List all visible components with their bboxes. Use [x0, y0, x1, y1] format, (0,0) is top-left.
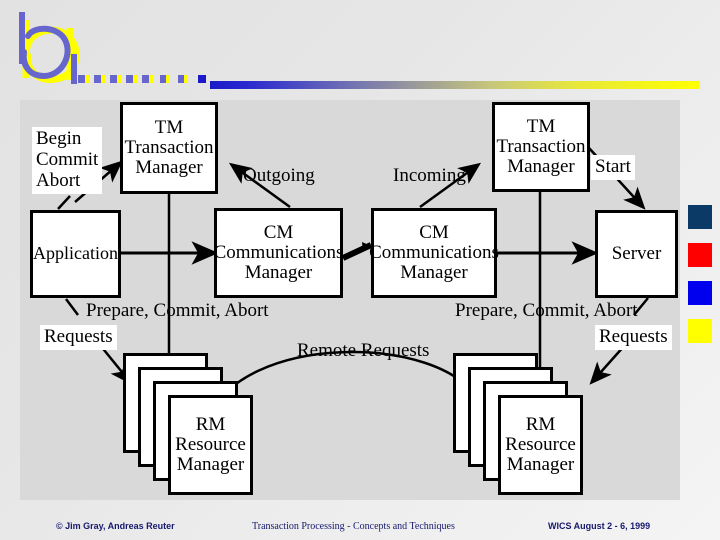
- edge-label-outgoing: Outgoing: [243, 165, 315, 186]
- swatch-red[interactable]: [688, 243, 712, 267]
- edge-label-requests-left: Requests: [40, 325, 117, 350]
- title-gradient-rule: [210, 81, 700, 89]
- rm-card-front[interactable]: RM Resource Manager: [498, 395, 583, 495]
- node-rm-right-stack[interactable]: RM Resource Manager: [453, 353, 583, 495]
- footer-book-title: Transaction Processing - Concepts and Te…: [252, 521, 455, 532]
- edge-label-remote-requests: Remote Requests: [297, 340, 430, 361]
- node-tm-left[interactable]: TM Transaction Manager: [120, 102, 218, 194]
- edge-label-prepare-commit-abort-right: Prepare, Commit, Abort: [455, 300, 638, 321]
- node-server[interactable]: Server: [595, 210, 678, 298]
- logo-dot-trail-icon: [78, 75, 206, 83]
- node-application[interactable]: Application: [30, 210, 121, 298]
- footer-event: WICS August 2 - 6, 1999: [548, 521, 651, 531]
- node-tm-right[interactable]: TM Transaction Manager: [492, 102, 590, 192]
- edge-label-prepare-commit-abort-left: Prepare, Commit, Abort: [86, 300, 269, 321]
- edge-label-incoming: Incoming: [393, 165, 466, 186]
- swatch-blue[interactable]: [688, 281, 712, 305]
- footer-copyright: © Jim Gray, Andreas Reuter: [56, 521, 175, 531]
- edge-label-start: Start: [591, 155, 635, 180]
- swatch-navy[interactable]: [688, 205, 712, 229]
- swatch-yellow[interactable]: [688, 319, 712, 343]
- rm-card-front[interactable]: RM Resource Manager: [168, 395, 253, 495]
- edge-label-requests-right: Requests: [595, 325, 672, 350]
- b-swirl-logo-icon: [19, 12, 80, 84]
- edge-label-begin-commit-abort: Begin Commit Abort: [32, 127, 103, 194]
- node-cm-left[interactable]: CM Communications Manager: [214, 208, 343, 298]
- node-rm-left-stack[interactable]: RM Resource Manager: [123, 353, 253, 495]
- node-cm-right[interactable]: CM Communications Manager: [369, 208, 499, 298]
